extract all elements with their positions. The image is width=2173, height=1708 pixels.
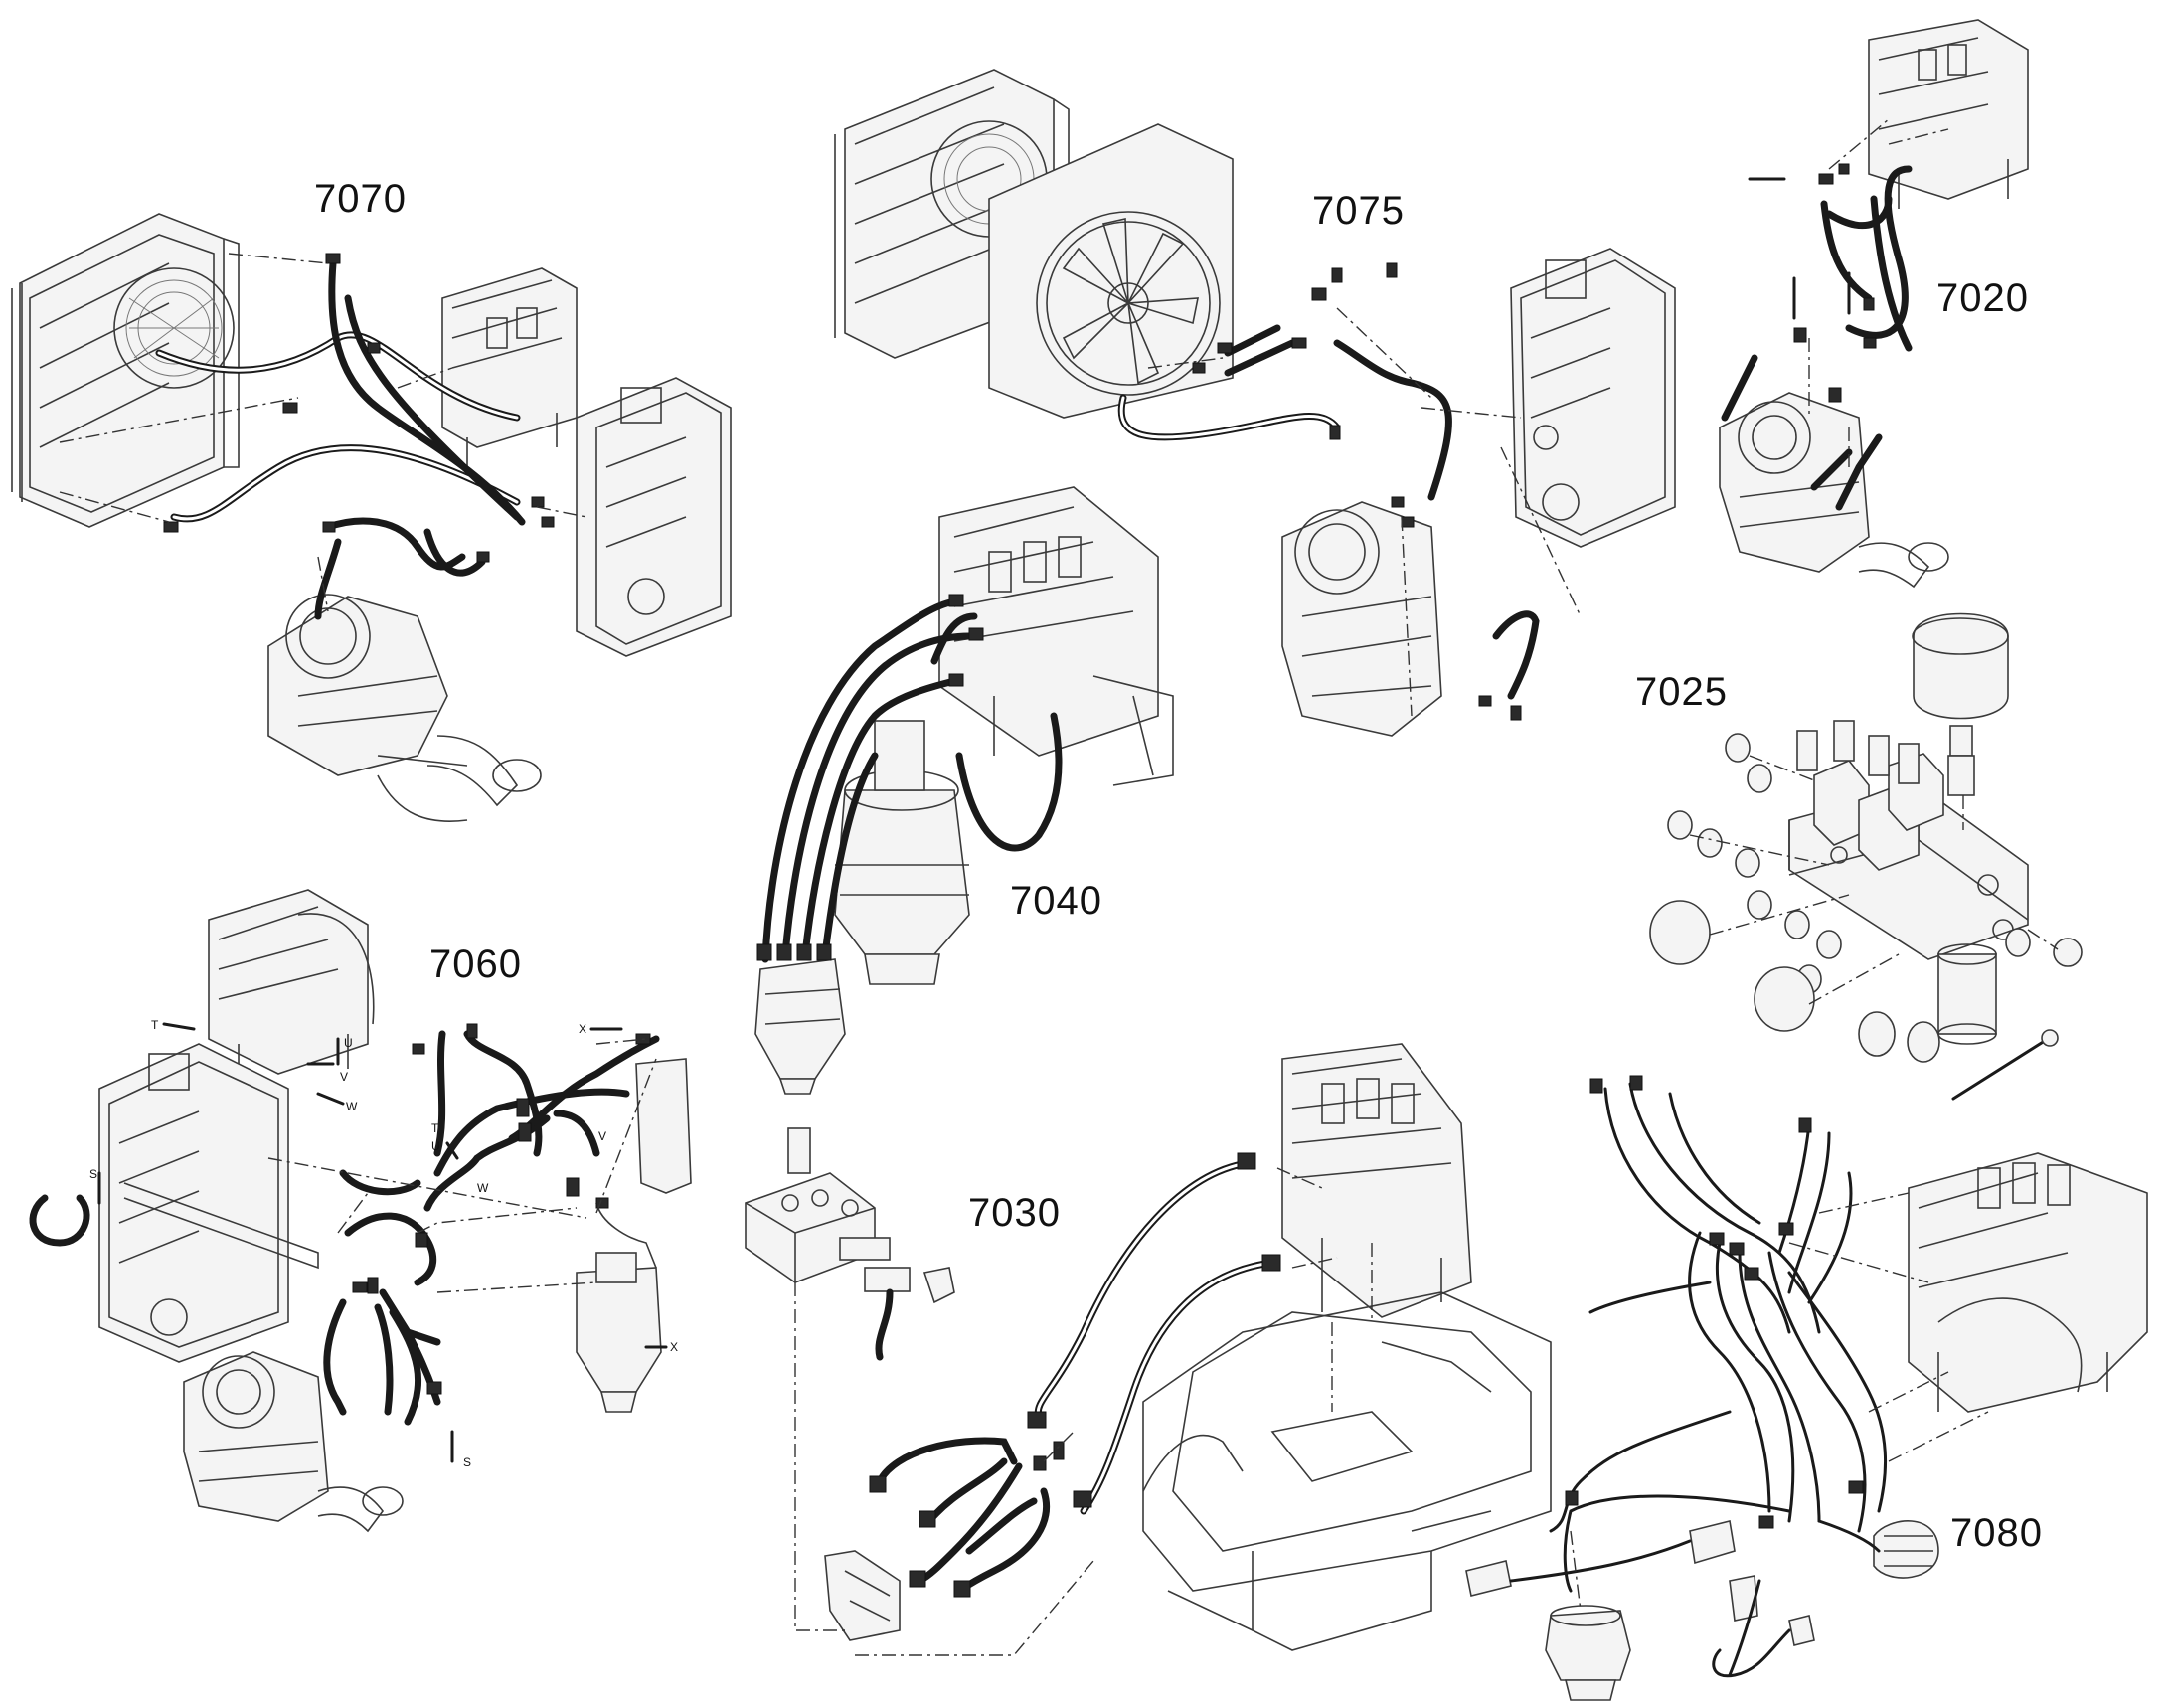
fittings-7040 (756, 594, 984, 961)
port-marker-w: W (346, 1100, 358, 1113)
cooler-frame-7070 (11, 213, 240, 528)
hoses-7075 (1117, 324, 1540, 700)
port-marker-s2: S (463, 1455, 472, 1469)
hoses-7070 (155, 259, 526, 620)
manifold-block-7030 (745, 1127, 955, 1361)
assembly-7070 (11, 213, 732, 822)
valve-block-7080 (1908, 1152, 2148, 1413)
assembly-7075 (834, 69, 1676, 737)
port-marker-u: U (344, 1036, 353, 1050)
port-marker-u2: U (431, 1139, 440, 1153)
fittings-7030 (869, 1152, 1281, 1598)
rotary-union-7040 (754, 958, 846, 1095)
swivel-7060 (576, 1058, 692, 1413)
plugs-7025 (1649, 733, 2083, 1101)
fittings-7075 (1192, 262, 1522, 721)
assembly-label-7060: 7060 (429, 942, 522, 986)
control-box-7060 (98, 1043, 319, 1363)
leader-lines-7080 (1570, 1192, 1989, 1612)
base-frame-7030 (1142, 1291, 1552, 1651)
pump-assembly-7060 (183, 1351, 404, 1533)
pump-assembly-7020 (1719, 392, 1949, 589)
fittings-7060 (352, 1023, 651, 1395)
swivel-joint-7040 (834, 720, 970, 985)
valve-block-7040 (938, 486, 1174, 786)
hoses-7040 (761, 598, 1063, 963)
valve-block-7030 (1281, 1043, 1472, 1318)
fan-shroud-7075 (988, 123, 1234, 419)
port-arrows-7060 (97, 1022, 668, 1463)
fittings-7020 (1748, 163, 1877, 403)
assembly-label-7040: 7040 (1010, 879, 1102, 923)
hoses-7030 (876, 1159, 1276, 1595)
leader-lines-7060 (267, 1038, 657, 1293)
cartridge-7025 (1937, 943, 1997, 1045)
control-box-7075 (1510, 248, 1676, 548)
assembly-7025 (1649, 612, 2083, 1101)
leader-lines-7025 (1689, 755, 2059, 1005)
port-marker-v: V (340, 1070, 349, 1084)
leader-lines-7020 (1808, 118, 1949, 467)
leader-lines-7030 (794, 1167, 1373, 1656)
leader-lines-7070 (59, 253, 587, 612)
valve-block-7070 (441, 267, 578, 467)
port-marker-v2: V (598, 1129, 607, 1143)
assembly-7020 (1719, 19, 2029, 589)
pump-assembly-7075 (1281, 501, 1442, 737)
port-marker-x: X (579, 1022, 587, 1036)
assembly-7060 (29, 889, 692, 1533)
assembly-7030 (745, 1043, 1552, 1656)
assembly-label-7025: 7025 (1635, 670, 1728, 714)
pump-assembly-7070 (267, 594, 542, 822)
fittings-7080 (1565, 1075, 1864, 1529)
port-marker-t: T (151, 1018, 159, 1032)
valve-block-7020 (1868, 19, 2029, 209)
assembly-label-7030: 7030 (968, 1191, 1061, 1235)
assembly-7080 (1465, 1075, 2148, 1701)
assembly-label-7070: 7070 (314, 177, 407, 221)
assembly-7040 (754, 486, 1174, 1095)
swivel-7080 (1545, 1605, 1631, 1701)
port-marker-t2: T (431, 1121, 439, 1135)
port-marker-x2: X (670, 1340, 679, 1354)
assembly-label-7075: 7075 (1312, 189, 1405, 233)
hoses-7020 (1721, 165, 1913, 511)
port-marker-w2: W (477, 1181, 489, 1195)
solenoid-valves-7025 (1796, 720, 1944, 871)
valve-block-7060 (208, 889, 375, 1075)
leader-lines-7075 (1147, 307, 1582, 717)
control-box-7070 (576, 377, 732, 657)
bracket-7030 (824, 1550, 901, 1641)
assembly-label-7080: 7080 (1950, 1511, 2043, 1555)
connectors-7080 (1465, 1520, 1939, 1646)
harness-7080 (1509, 1082, 1888, 1678)
accumulator-7025 (1912, 612, 2009, 796)
fittings-7070 (163, 253, 555, 563)
port-marker-s: S (89, 1167, 98, 1181)
assembly-label-7020: 7020 (1936, 276, 2029, 320)
